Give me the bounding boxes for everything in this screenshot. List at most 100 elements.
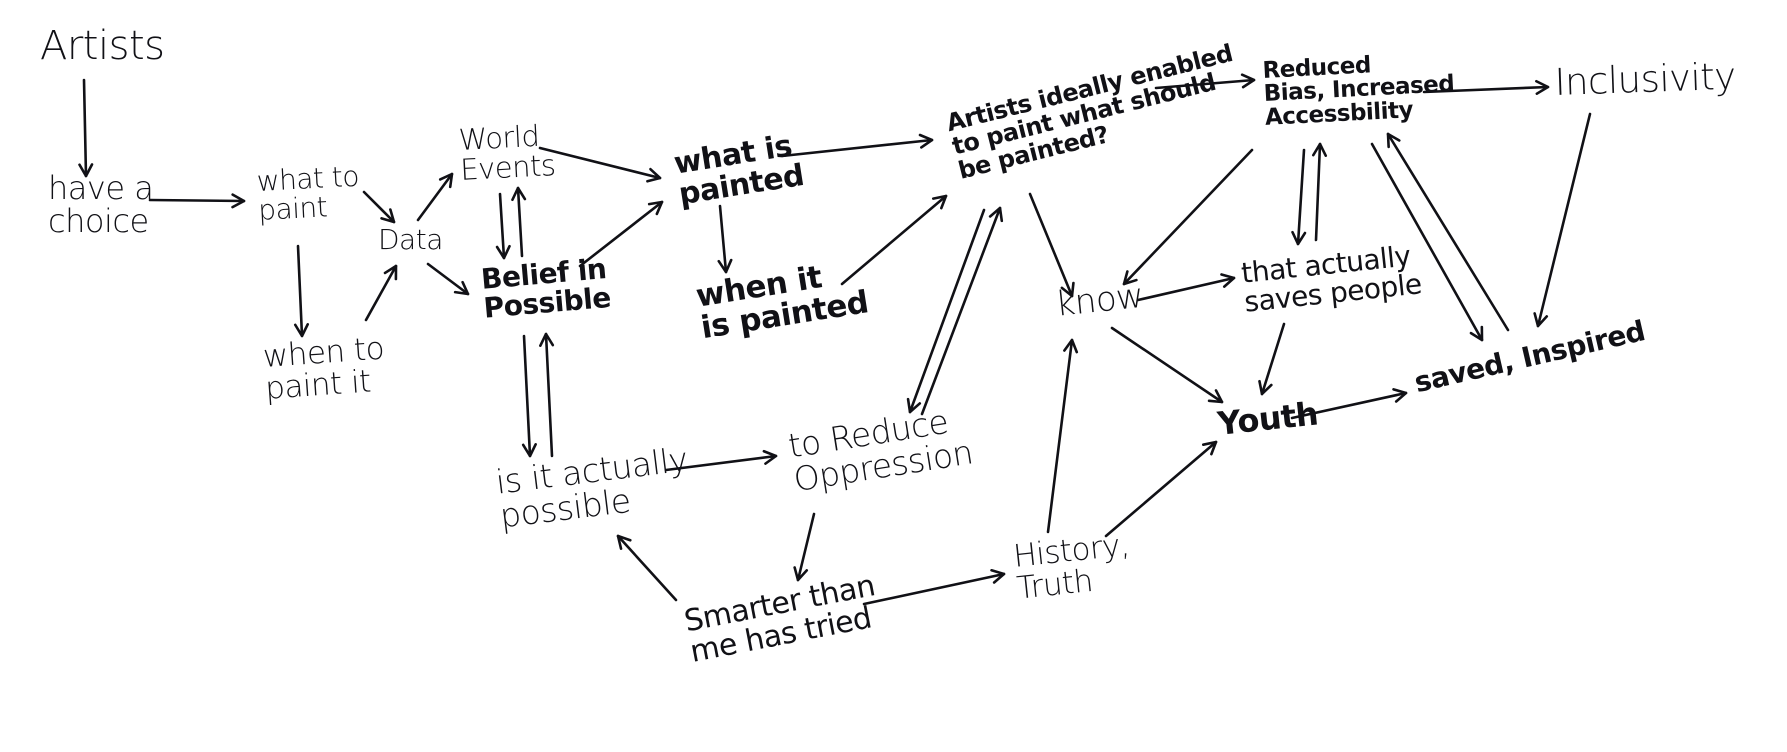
edge-when-to-paint-it-to-data bbox=[364, 264, 398, 322]
node-line: Artists bbox=[40, 23, 165, 69]
edge-line bbox=[544, 332, 554, 458]
edge-line bbox=[1260, 322, 1286, 396]
node-line: Youth bbox=[1215, 394, 1320, 443]
node-line: Events bbox=[459, 147, 557, 187]
arrowhead-icon bbox=[293, 323, 310, 338]
edge-smarter-than-me-to-is-it-actually-possible bbox=[616, 534, 678, 602]
edge-line bbox=[148, 198, 246, 203]
arrowhead-icon bbox=[1291, 230, 1307, 246]
edge-what-is-painted-to-artists-ideally-enabled bbox=[780, 133, 934, 158]
arrowhead-icon bbox=[918, 133, 934, 149]
arrowhead-icon bbox=[438, 172, 454, 189]
edge-data-to-belief-in-possible bbox=[426, 262, 470, 296]
edge-line bbox=[780, 138, 934, 158]
edge-line bbox=[862, 572, 1006, 606]
edge-line bbox=[364, 264, 398, 322]
arrowhead-icon bbox=[647, 200, 664, 216]
arrowhead-icon bbox=[990, 568, 1006, 584]
node-belief-in-possible: Belief in Possible bbox=[480, 252, 612, 325]
edge-what-to-paint-to-when-to-paint-it bbox=[293, 244, 310, 338]
edge-what-is-painted-to-when-it-is-painted bbox=[717, 204, 733, 274]
arrowhead-icon bbox=[988, 206, 1004, 223]
arrowhead-icon bbox=[1258, 379, 1273, 396]
arrowhead-icon bbox=[1535, 79, 1550, 95]
edge-reduced-bias-to-that-actually-saves-people bbox=[1291, 148, 1307, 246]
node-saved-inspired: saved, Inspired bbox=[1411, 314, 1648, 399]
edge-artists-ideally-enabled-to-know bbox=[1028, 192, 1075, 298]
edge-know-to-youth bbox=[1110, 326, 1224, 404]
arrowhead-icon bbox=[1312, 142, 1328, 157]
edge-line bbox=[1536, 112, 1592, 328]
arrowhead-icon bbox=[762, 449, 778, 465]
edge-that-actually-saves-people-to-youth bbox=[1258, 322, 1286, 396]
edge-know-to-that-actually-saves-people bbox=[1136, 273, 1236, 302]
arrowhead-icon bbox=[717, 258, 733, 274]
edge-history-truth-to-youth bbox=[1104, 440, 1218, 538]
node-smarter-than-me-has-tried: Smarter than me has tried bbox=[681, 568, 883, 669]
arrowhead-icon bbox=[1207, 389, 1224, 404]
edge-line bbox=[1046, 338, 1074, 534]
node-line: Inclusivity bbox=[1553, 54, 1737, 104]
edge-line bbox=[522, 334, 532, 458]
node-line: know bbox=[1053, 275, 1146, 325]
node-line: paint bbox=[257, 189, 328, 227]
node-line: have a bbox=[48, 169, 154, 207]
arrowhead-icon bbox=[511, 186, 527, 202]
edge-smarter-than-me-to-history-truth bbox=[862, 568, 1006, 606]
edge-world-events-to-what-is-painted bbox=[538, 146, 662, 183]
arrowhead-icon bbox=[521, 442, 537, 458]
edge-line bbox=[1136, 276, 1236, 302]
edge-belief-in-possible-to-world-events bbox=[511, 186, 527, 258]
node-what-is-painted: what is painted bbox=[672, 128, 807, 211]
arrowhead-icon bbox=[495, 244, 511, 260]
arrowhead-icon bbox=[1063, 338, 1079, 354]
arrowhead-icon bbox=[1392, 388, 1408, 403]
edge-line bbox=[426, 262, 470, 296]
arrowhead-icon bbox=[1469, 325, 1484, 342]
node-artists: Artists bbox=[40, 23, 165, 69]
node-that-actually-saves-people: that actually saves people bbox=[1240, 239, 1423, 318]
node-what-to-paint: what to paint bbox=[256, 160, 361, 227]
edge-line bbox=[538, 146, 662, 180]
node-line: paint it bbox=[263, 363, 372, 407]
edge-have-a-choice-to-what-to-paint bbox=[148, 193, 246, 209]
edge-belief-in-possible-to-is-it-actually-possible bbox=[521, 334, 537, 458]
arrowhead-icon bbox=[380, 208, 396, 224]
edge-line bbox=[796, 512, 816, 582]
edge-that-actually-saves-people-to-reduced-bias bbox=[1312, 142, 1328, 242]
arrowhead-icon bbox=[231, 193, 246, 209]
node-to-reduce-oppression: to Reduce Oppression bbox=[786, 402, 976, 499]
node-when-to-paint-it: when to paint it bbox=[262, 331, 387, 407]
edge-line bbox=[1122, 148, 1254, 286]
edge-line bbox=[1314, 142, 1322, 242]
edge-line bbox=[296, 244, 304, 338]
node-youth: Youth bbox=[1215, 394, 1320, 443]
edge-line bbox=[616, 534, 678, 602]
arrowhead-icon bbox=[383, 264, 398, 281]
arrowhead-icon bbox=[539, 332, 555, 348]
edge-line bbox=[498, 192, 506, 260]
edge-line bbox=[1110, 326, 1224, 404]
arrowhead-icon bbox=[1386, 132, 1401, 149]
edge-line bbox=[1296, 148, 1306, 246]
node-line: Data bbox=[378, 223, 443, 256]
edge-line bbox=[82, 78, 88, 178]
edge-inclusivity-to-saved-inspired bbox=[1533, 112, 1592, 328]
node-inclusivity: Inclusivity bbox=[1553, 54, 1737, 104]
node-know: know bbox=[1053, 275, 1146, 325]
edge-what-to-paint-to-data bbox=[362, 190, 396, 224]
edge-line bbox=[908, 208, 986, 414]
arrowhead-icon bbox=[793, 566, 809, 582]
edge-artists-to-have-a-choice bbox=[78, 78, 94, 178]
arrowhead-icon bbox=[646, 167, 662, 183]
edge-line bbox=[920, 206, 1002, 416]
edge-line bbox=[516, 186, 524, 258]
edge-line bbox=[416, 172, 454, 222]
arrowhead-icon bbox=[1201, 440, 1218, 456]
arrowhead-icon bbox=[1240, 73, 1256, 89]
node-artists-ideally-enabled: Artists ideally enabled to paint what sh… bbox=[944, 39, 1247, 185]
arrowhead-icon bbox=[616, 534, 632, 550]
edge-line bbox=[362, 190, 396, 224]
node-line: Possible bbox=[482, 280, 612, 325]
